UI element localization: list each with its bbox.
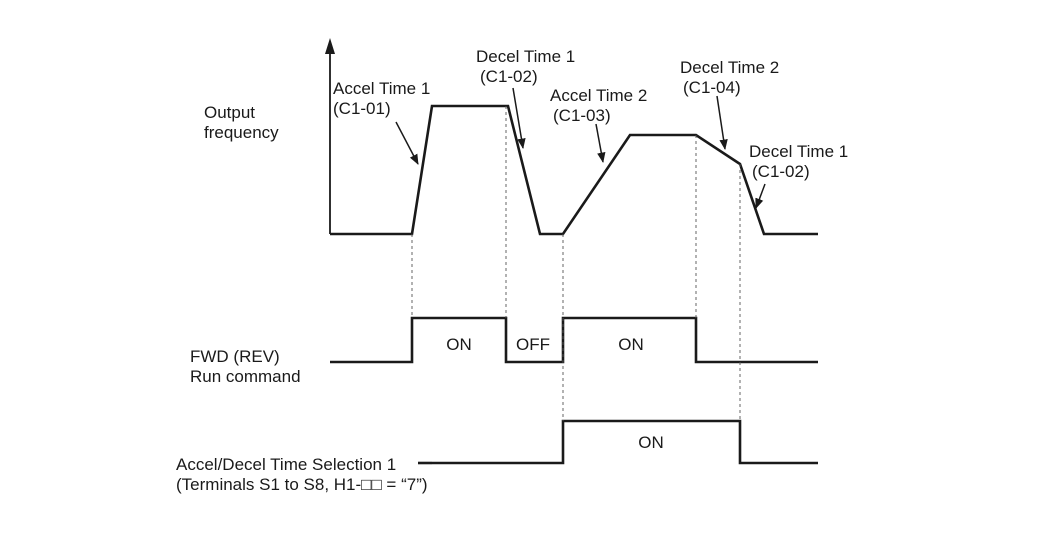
accel2-code: (C1-03): [553, 106, 611, 125]
accel2-label: Accel Time 2: [550, 86, 647, 105]
decel2-label: Decel Time 2: [680, 58, 779, 77]
run-label-line2: Run command: [190, 367, 301, 386]
selection-label-line2: (Terminals S1 to S8, H1-□□ = “7”): [176, 475, 428, 494]
decel1b-code: (C1-02): [752, 162, 810, 181]
selection-on-label: ON: [638, 433, 664, 452]
run-label-line1: FWD (REV): [190, 347, 280, 366]
leader-arrow-decel2: [716, 95, 728, 151]
selection-label-line1: Accel/Decel Time Selection 1: [176, 455, 396, 474]
accel1-code: (C1-01): [333, 99, 391, 118]
output-label-line1: Output: [204, 103, 255, 122]
run-command-trace: [330, 316, 818, 364]
run-on1-label: ON: [446, 335, 472, 354]
decel2-code: (C1-04): [683, 78, 741, 97]
axis-arrowhead-icon: [325, 38, 335, 54]
run-on2-label: ON: [618, 335, 644, 354]
decel1a-code: (C1-02): [480, 67, 538, 86]
leader-arrow-decel1a: [512, 87, 526, 150]
output-frequency-trace: [330, 104, 818, 236]
decel1b-label: Decel Time 1: [749, 142, 848, 161]
decel1a-label: Decel Time 1: [476, 47, 575, 66]
leader-arrow-decel1b: [755, 183, 766, 209]
output-label-line2: frequency: [204, 123, 279, 142]
run-off-label: OFF: [516, 335, 550, 354]
time-selection-trace: [432, 419, 818, 465]
accel1-label: Accel Time 1: [333, 79, 430, 98]
leader-arrow-accel2: [595, 123, 606, 164]
leader-arrow-accel1: [395, 121, 419, 165]
